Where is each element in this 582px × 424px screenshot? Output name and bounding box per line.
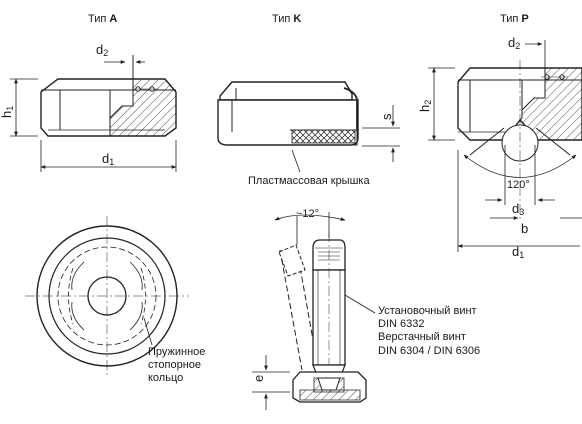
screw-assembly <box>278 232 367 403</box>
dim-e: e <box>251 374 266 382</box>
type-a-top-view <box>25 216 189 376</box>
dim-d3-type-p: d3 <box>512 201 525 217</box>
type-a-dimensions <box>10 55 177 172</box>
type-p-dimensions <box>428 40 582 252</box>
type-k-dimensions <box>291 105 400 173</box>
type-k-heading: Тип K <box>272 13 302 25</box>
dim-angle-120: 120° <box>507 179 530 191</box>
type-a-heading: Тип A <box>88 13 118 25</box>
label-spring-ring: Пружинное стопорное кольцо <box>148 346 206 385</box>
dim-d1-type-p: d1 <box>512 244 525 260</box>
type-k-section <box>217 81 359 146</box>
label-plastic-cap: Пластмассовая крышка <box>248 175 370 187</box>
dim-d2-type-p: d2 <box>508 35 521 51</box>
dim-s-type-k: s <box>379 113 394 121</box>
type-a-section <box>40 78 177 137</box>
type-p-heading: Тип P <box>500 13 529 25</box>
dim-h2-type-p: h2 <box>417 99 433 112</box>
screw-dimensions <box>252 212 376 410</box>
dim-d2-type-a: d2 <box>96 42 109 58</box>
dim-d1-type-a: d1 <box>102 151 115 167</box>
dim-h1-type-a: h1 <box>0 105 15 118</box>
dim-angle-12: ~12° <box>296 208 320 220</box>
label-screws: Установочный винт DIN 6332 Верстачный ви… <box>378 305 481 357</box>
dim-b-type-p: b <box>521 221 529 236</box>
